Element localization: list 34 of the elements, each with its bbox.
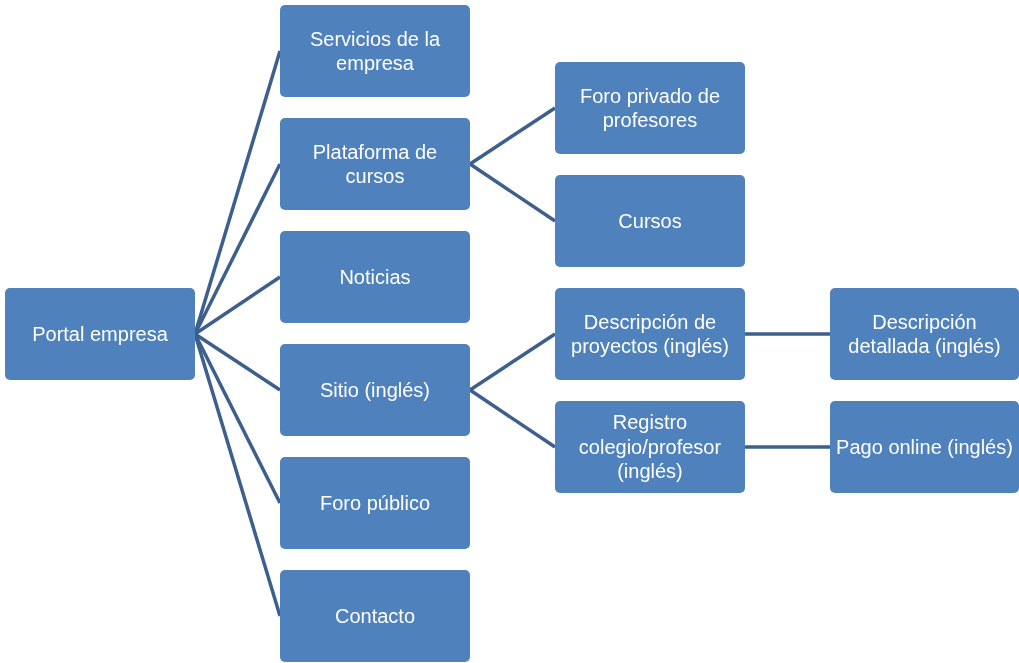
process-box: [280, 5, 470, 97]
connector-line: [469, 332, 556, 392]
connector-line: [469, 106, 556, 166]
box-label: Foro privado de profesores: [578, 83, 722, 133]
box-label: Descripción detallada (inglés): [847, 309, 1002, 359]
box-label: Contacto: [334, 603, 416, 629]
box-label: Noticias: [339, 264, 411, 290]
connector-line: [194, 332, 281, 392]
box-label: Cursos: [618, 208, 682, 234]
box-label: Registro colegio/profesor (inglés): [577, 410, 723, 484]
connector-line: [469, 388, 556, 449]
process-box: [830, 288, 1019, 380]
process-box: [555, 288, 745, 380]
box-label: Plataforma de cursos: [311, 139, 439, 189]
box-label: Pago online (inglés): [836, 434, 1013, 460]
process-box: [280, 344, 470, 436]
box-label: Portal empresa: [32, 321, 168, 347]
connector-line: [194, 275, 281, 336]
connector-line: [745, 445, 830, 449]
box-label: Servicios de la empresa: [308, 26, 442, 76]
process-box: [5, 288, 195, 380]
box-label: Descripción de proyectos (inglés): [570, 309, 730, 359]
process-box: [280, 457, 470, 549]
process-box: [280, 570, 470, 662]
process-box: [280, 231, 470, 323]
process-box: [830, 401, 1019, 493]
connector-line: [745, 332, 830, 336]
process-box: [555, 62, 745, 154]
process-box: [555, 175, 745, 267]
box-label: Sitio (inglés): [319, 377, 430, 403]
box-label: Foro público: [319, 490, 431, 516]
connector-line: [469, 162, 556, 223]
process-box: [280, 118, 470, 210]
process-box: [555, 401, 745, 493]
